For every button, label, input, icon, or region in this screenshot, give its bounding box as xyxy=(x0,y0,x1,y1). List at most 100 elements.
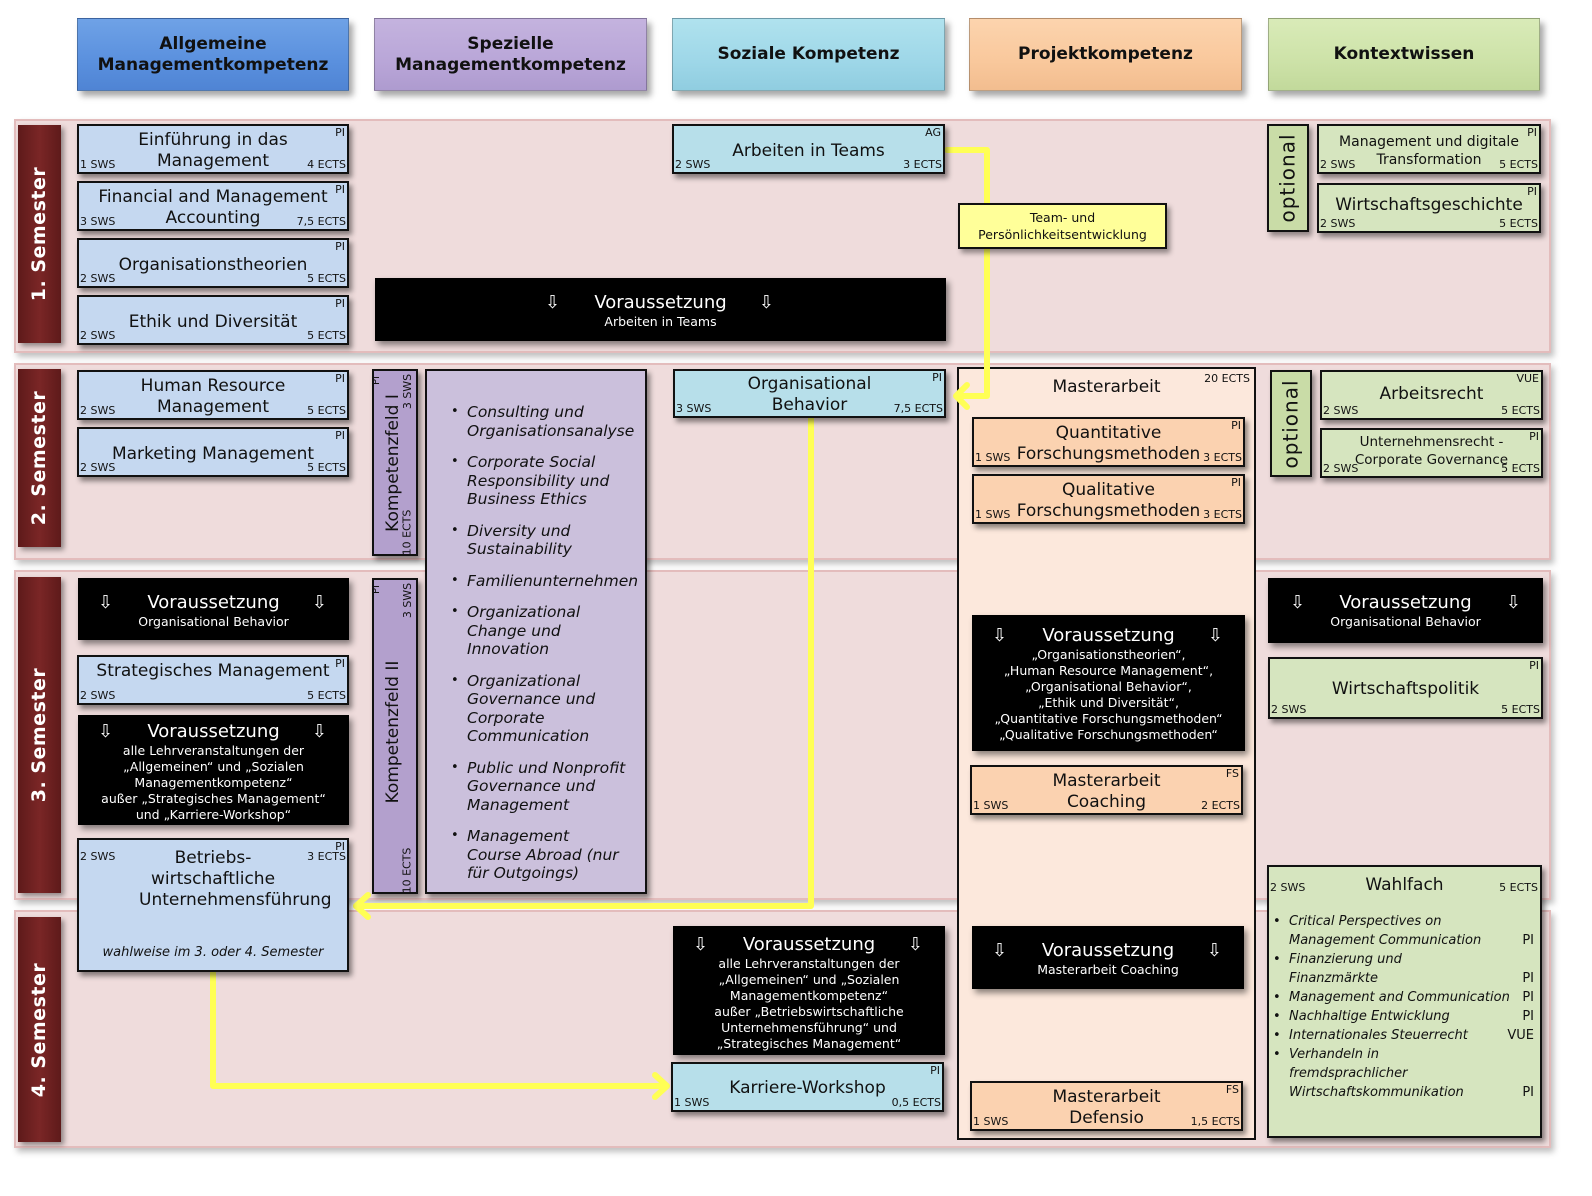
wahlfach-item-name: Management and Communication xyxy=(1289,990,1510,1005)
kompetenzfeld-1[interactable]: Kompetenzfeld I PI 3 SWS 10 ECTS xyxy=(370,369,418,556)
course-ects: 5 ECTS xyxy=(307,404,346,417)
optional-label-sem1: optional xyxy=(1267,124,1309,232)
wahlfach-card[interactable]: Wahlfach 2 SWS 5 ECTS Critical Perspecti… xyxy=(1267,865,1542,1138)
optional-text: optional xyxy=(1276,133,1300,223)
prerequisite-box-allgemeine-2: ⇩ Voraussetzung ⇩ alle Lehrveranstaltung… xyxy=(673,926,945,1055)
semester-label-text: 1. Semester xyxy=(28,166,51,302)
course-card-wirtschaftsgeschichte[interactable]: Wirtschaftsgeschichte 2 SWS 5 ECTS PI xyxy=(1317,183,1541,233)
course-sws: 1 SWS xyxy=(975,508,1011,521)
column-header-projekt: Projektkompetenz xyxy=(969,18,1242,91)
course-ects: 7,5 ECTS xyxy=(893,402,943,415)
semester-label-1: 1. Semester xyxy=(18,125,61,343)
column-header-soziale: Soziale Kompetenz xyxy=(672,18,945,91)
kompetenzfeld-ects: 10 ECTS xyxy=(400,847,414,894)
course-type: PI xyxy=(335,372,345,385)
semester-label-3: 3. Semester xyxy=(18,577,61,893)
course-title: Arbeitsrecht xyxy=(1379,384,1484,404)
course-sws: 3 SWS xyxy=(80,215,116,228)
arrow-down-icon: ⇩ xyxy=(992,940,1008,961)
course-sws: 1 SWS xyxy=(975,451,1011,464)
course-card-organisationstheorien[interactable]: Organisationstheorien 2 SWS 5 ECTS PI xyxy=(77,238,349,288)
course-sws: 2 SWS xyxy=(675,158,711,171)
kompetenzfeld-item: Diversity und Sustainability xyxy=(451,522,639,559)
course-ects: 4 ECTS xyxy=(307,158,346,171)
column-header-label: Kontextwissen xyxy=(1333,44,1475,64)
course-card-einfuehrung[interactable]: Einführung in das Management 1 SWS 4 ECT… xyxy=(77,124,349,174)
prerequisite-box-ob-2: ⇩ Voraussetzung ⇩ Organisational Behavio… xyxy=(1268,578,1543,643)
course-card-betriebswirtschaftliche-unternehmensfuehrung[interactable]: Betriebs- wirtschaftliche Unternehmensfü… xyxy=(77,838,349,972)
course-sws: 2 SWS xyxy=(1320,158,1356,171)
course-title: Masterarbeit Coaching xyxy=(1052,771,1161,812)
arrow-down-icon: ⇩ xyxy=(758,292,774,313)
course-card-marketing[interactable]: Marketing Management 2 SWS 5 ECTS PI xyxy=(77,427,349,477)
course-card-hrm[interactable]: Human Resource Management 2 SWS 5 ECTS P… xyxy=(77,370,349,420)
course-card-accounting[interactable]: Financial and Management Accounting 3 SW… xyxy=(77,181,349,231)
prerequisite-heading: Voraussetzung xyxy=(147,592,280,613)
course-ects: 0,5 ECTS xyxy=(891,1096,941,1109)
course-sws: 2 SWS xyxy=(80,689,116,702)
wahlfach-item: Verhandeln in fremdsprachlicher Wirtscha… xyxy=(1273,1045,1538,1102)
course-ects: 3 ECTS xyxy=(307,850,346,863)
kompetenzfeld-list: Consulting und Organisationsanalyse Corp… xyxy=(425,369,647,894)
course-card-ethik[interactable]: Ethik und Diversität 2 SWS 5 ECTS PI xyxy=(77,295,349,345)
team-development-note: Team- und Persönlichkeitsentwicklung xyxy=(958,203,1167,249)
course-ects: 5 ECTS xyxy=(1499,217,1538,230)
course-ects: 2 ECTS xyxy=(1201,799,1240,812)
course-sws: 2 SWS xyxy=(80,850,116,863)
course-card-masterarbeit-defensio[interactable]: Masterarbeit Defensio 1 SWS 1,5 ECTS FS xyxy=(970,1081,1243,1131)
course-card-organisational-behavior[interactable]: Organisational Behavior 3 SWS 7,5 ECTS P… xyxy=(673,369,946,418)
course-title: Organisationstheorien xyxy=(118,255,308,275)
course-ects: 5 ECTS xyxy=(1501,462,1540,475)
course-type: PI xyxy=(1527,126,1537,139)
course-title: Karriere-Workshop xyxy=(729,1078,886,1098)
prerequisite-line: und „Karriere-Workshop“ xyxy=(135,807,292,822)
course-type: PI xyxy=(335,429,345,442)
kompetenzfeld-item: Organizational Governance und Corporate … xyxy=(451,672,639,746)
prerequisite-heading: Voraussetzung xyxy=(1041,940,1175,961)
wahlfach-item-type: VUE xyxy=(1507,1028,1534,1043)
course-card-masterarbeit-coaching[interactable]: Masterarbeit Coaching 1 SWS 2 ECTS FS xyxy=(970,765,1243,815)
prerequisite-box-coaching: ⇩ Voraussetzung ⇩ Masterarbeit Coaching xyxy=(972,926,1244,989)
course-title: Ethik und Diversität xyxy=(128,312,298,332)
arrow-down-icon: ⇩ xyxy=(311,721,327,742)
wahlfach-item-name: Critical Perspectives on Management Comm… xyxy=(1289,914,1482,948)
course-type: FS xyxy=(1225,767,1239,780)
course-card-unternehmensrecht[interactable]: Unternehmensrecht - Corporate Governance… xyxy=(1320,428,1543,478)
course-card-arbeiten-in-teams[interactable]: Arbeiten in Teams 2 SWS 3 ECTS AG xyxy=(672,124,945,174)
course-type: PI xyxy=(930,1064,940,1077)
arrow-down-icon: ⇩ xyxy=(311,592,327,613)
prerequisite-line: „Human Resource Management“, xyxy=(1003,663,1214,678)
kompetenzfeld-2[interactable]: Kompetenzfeld II PI 3 SWS 10 ECTS xyxy=(371,578,418,894)
course-card-arbeitsrecht[interactable]: Arbeitsrecht 2 SWS 5 ECTS VUE xyxy=(1320,370,1543,420)
course-sws: 2 SWS xyxy=(1271,703,1307,716)
course-ects: 5 ECTS xyxy=(307,272,346,285)
course-type: PI xyxy=(932,371,942,384)
kompetenzfeld-sws: 3 SWS xyxy=(401,373,415,410)
kompetenzfeld-type: PI xyxy=(370,376,382,385)
course-ects: 5 ECTS xyxy=(307,329,346,342)
prerequisite-box-masterarbeit: ⇩ Voraussetzung ⇩ „Organisationstheorien… xyxy=(972,615,1245,751)
arrow-down-icon: ⇩ xyxy=(1206,940,1222,961)
prerequisite-line: „Quantitative Forschungsmethoden“ xyxy=(994,711,1223,726)
course-card-wirtschaftspolitik[interactable]: Wirtschaftspolitik 2 SWS 5 ECTS PI xyxy=(1268,657,1543,719)
course-card-strategisches-management[interactable]: Strategisches Management 2 SWS 5 ECTS PI xyxy=(77,655,349,705)
course-card-qualitative[interactable]: Qualitative Forschungsmethoden 1 SWS 3 E… xyxy=(972,474,1245,524)
column-header-allgemeine: Allgemeine Managementkompetenz xyxy=(77,18,349,91)
course-card-karriere-workshop[interactable]: Karriere-Workshop 1 SWS 0,5 ECTS PI xyxy=(671,1062,944,1112)
course-type: PI xyxy=(1231,419,1241,432)
course-card-quantitative[interactable]: Quantitative Forschungsmethoden 1 SWS 3 … xyxy=(972,417,1245,467)
prerequisite-line: Organisational Behavior xyxy=(138,614,289,629)
course-title: Unternehmensrecht - Corporate Governance xyxy=(1354,434,1509,468)
team-note-text: Team- und Persönlichkeitsentwicklung xyxy=(978,210,1147,242)
course-sws: 2 SWS xyxy=(80,404,116,417)
course-ects: 5 ECTS xyxy=(1501,703,1540,716)
kompetenzfeld-item: Management Course Abroad (nur für Outgoi… xyxy=(451,827,639,883)
course-sws: 1 SWS xyxy=(674,1096,710,1109)
column-header-label: Soziale Kompetenz xyxy=(717,44,900,64)
prerequisite-line: „Strategisches Management“ xyxy=(716,1036,902,1051)
wahlfach-list: Critical Perspectives on Management Comm… xyxy=(1273,912,1538,1102)
prerequisite-line: „Allgemeinen“ und „Sozialen xyxy=(718,972,900,987)
course-card-digitale-transformation[interactable]: Management und digitale Transformation 2… xyxy=(1317,124,1541,174)
arrow-down-icon: ⇩ xyxy=(992,625,1008,646)
course-sws: 2 SWS xyxy=(80,272,116,285)
